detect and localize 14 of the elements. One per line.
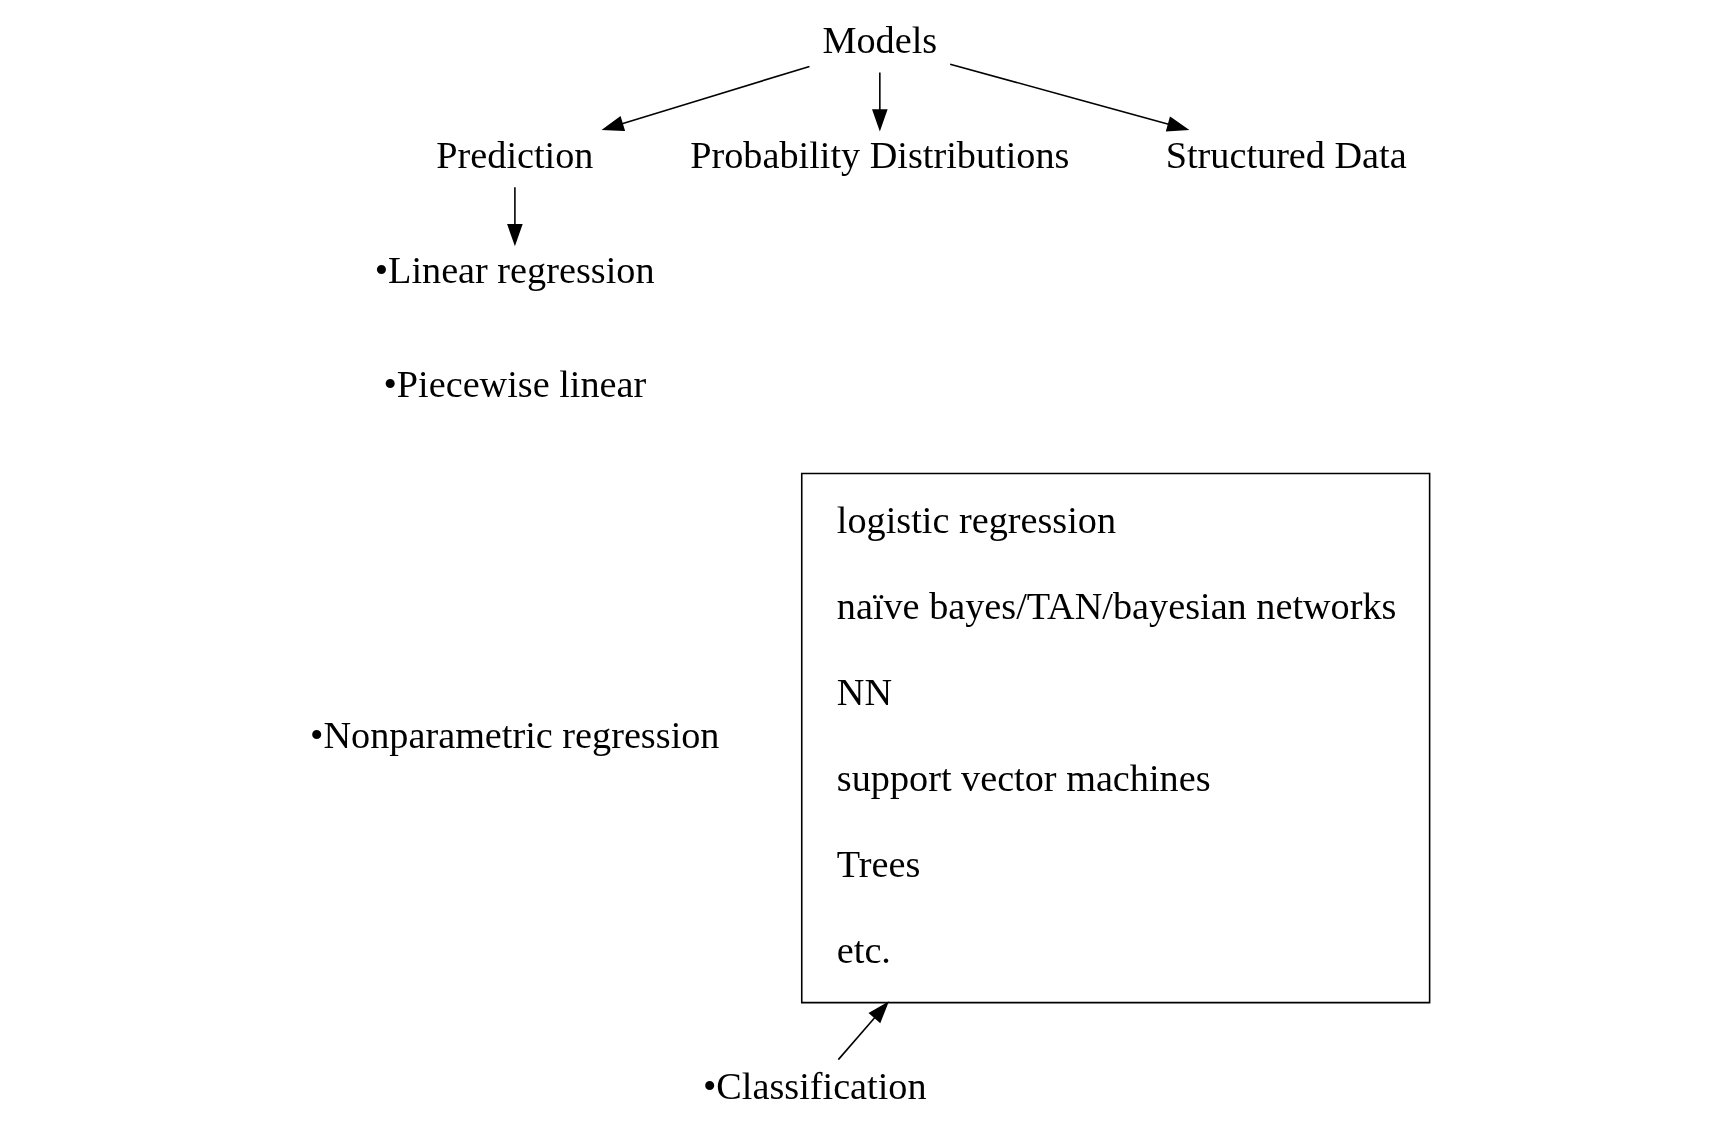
node-text: Probability Distributions [690, 133, 1070, 176]
arrow [837, 1001, 889, 1061]
node-text: Models [822, 19, 938, 62]
arrow [507, 186, 523, 247]
arrow [601, 65, 811, 131]
node-text: •Linear regression [374, 248, 655, 291]
node-box: logistic regression naïve bayes/TAN/bayesian networks NN support vector machines Trees etc. [800, 472, 1431, 1004]
node-text: •Piecewise linear [383, 363, 647, 406]
arrow [872, 71, 888, 132]
node-text: •Nonparametric regression [310, 713, 720, 756]
node-text: Structured Data [1165, 133, 1407, 176]
node-text: Prediction [436, 133, 594, 176]
arrow [949, 63, 1190, 132]
node-text: •Classification [702, 1064, 927, 1107]
